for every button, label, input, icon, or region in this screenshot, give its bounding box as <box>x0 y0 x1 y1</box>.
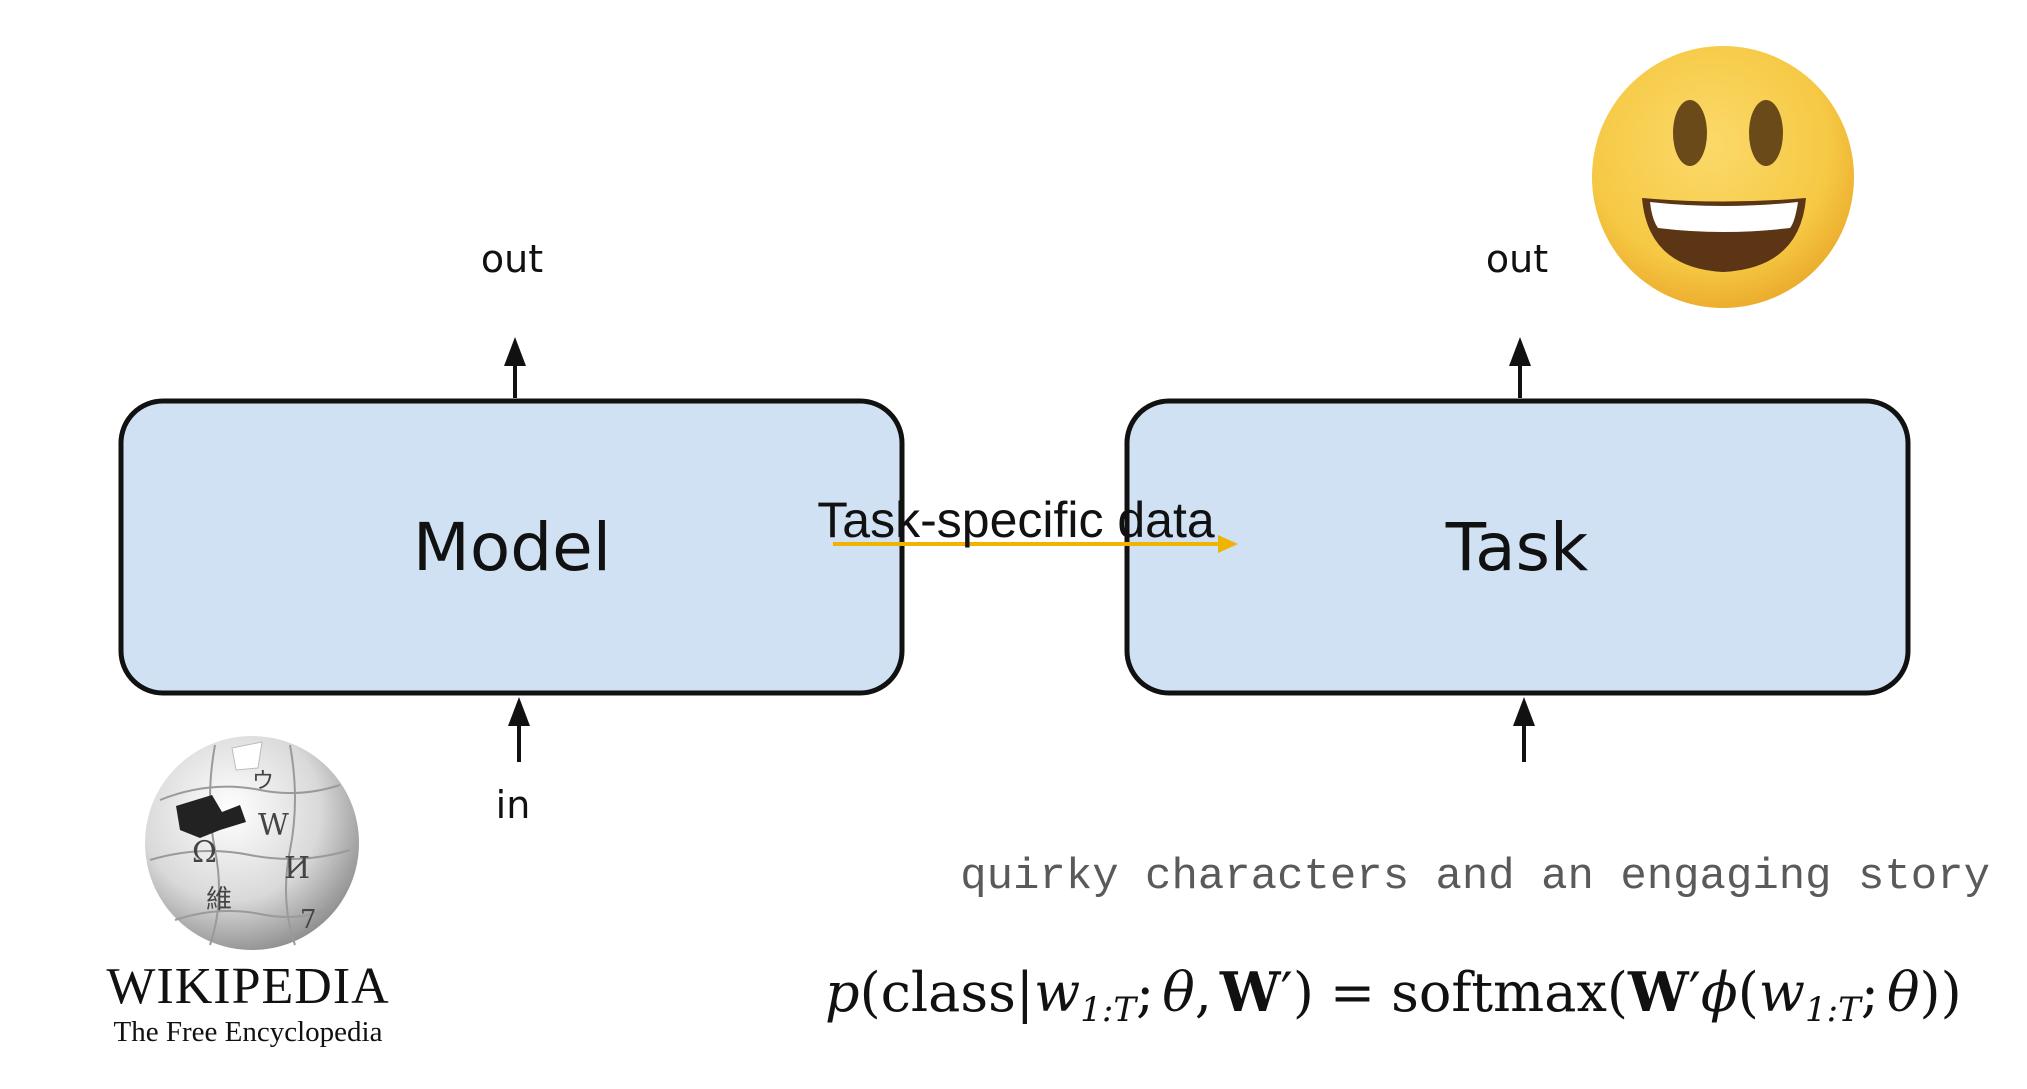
globe-glyph-u: ウ <box>252 769 274 794</box>
task-box <box>1124 398 1911 696</box>
task-input-arrowhead <box>1513 697 1535 726</box>
globe-glyph-i: И <box>284 851 310 886</box>
wikipedia-globe-icon: Ω W И 維 ウ 7 <box>145 736 359 950</box>
formula-theta-1: θ <box>1162 961 1195 1024</box>
flow-label: Task-specific data <box>817 492 1215 548</box>
formula-open-1: ( <box>860 961 881 1024</box>
formula-softmax: softmax <box>1391 961 1607 1024</box>
formula-range-1: 1:T <box>1080 990 1138 1030</box>
formula-prime-2: ′ <box>1689 961 1701 1024</box>
formula-p: p <box>825 961 860 1024</box>
formula-theta-2: θ <box>1887 961 1920 1024</box>
formula-open-3: ( <box>1738 961 1759 1024</box>
model-block: Model out in <box>118 237 905 827</box>
formula-semicolon-1: ; <box>1136 961 1154 1024</box>
smiley-face-icon <box>1592 46 1854 308</box>
formula-open-2: ( <box>1607 961 1628 1024</box>
formula-class: class <box>881 961 1016 1024</box>
formula-semicolon-2: ; <box>1861 961 1879 1024</box>
formula-range-2: 1:T <box>1805 990 1863 1030</box>
formula-prime-1: ′ <box>1281 961 1293 1024</box>
globe-glyph-seven: 7 <box>300 905 317 935</box>
model-box <box>118 398 905 696</box>
formula: p(class|w1:T;θ,W′)=softmax(W′ϕ(w1:T;θ)) <box>825 960 1962 1030</box>
formula-w-2: w <box>1759 961 1805 1024</box>
formula-comma: , <box>1195 961 1212 1024</box>
formula-close-2: ) <box>1920 961 1941 1024</box>
task-label: Task <box>1445 509 1589 586</box>
flow-connector: Task-specific data <box>817 492 1238 553</box>
formula-W-2: W <box>1627 960 1690 1024</box>
globe-glyph-omega: Ω <box>192 835 217 870</box>
model-output-label: out <box>481 237 543 281</box>
formula-close-3: ) <box>1941 961 1962 1024</box>
task-output-arrowhead <box>1509 337 1531 366</box>
formula-w-1: w <box>1034 961 1080 1024</box>
globe-glyph-wei: 維 <box>206 885 232 915</box>
model-label: Model <box>413 509 611 586</box>
model-output-arrowhead <box>504 337 526 366</box>
wikipedia-logo: Ω W И 維 ウ 7 WIKIPEDIA The Free Encyclope… <box>106 736 389 1048</box>
model-input-arrowhead <box>508 697 530 726</box>
task-block: Task out <box>1124 237 1911 762</box>
example-text: quirky characters and an engaging story <box>960 852 1990 902</box>
formula-close-1: ) <box>1293 961 1314 1024</box>
globe-glyph-w: W <box>258 808 289 843</box>
flow-arrowhead <box>1218 535 1238 553</box>
task-output-label: out <box>1486 237 1548 281</box>
formula-W-1: W <box>1219 960 1282 1024</box>
wikipedia-title: WIKIPEDIA <box>106 958 389 1015</box>
formula-phi: ϕ <box>1701 961 1738 1024</box>
formula-equals: = <box>1330 961 1375 1024</box>
wikipedia-subtitle: The Free Encyclopedia <box>114 1016 383 1048</box>
formula-bar: | <box>1016 961 1034 1024</box>
model-input-label: in <box>496 783 531 827</box>
